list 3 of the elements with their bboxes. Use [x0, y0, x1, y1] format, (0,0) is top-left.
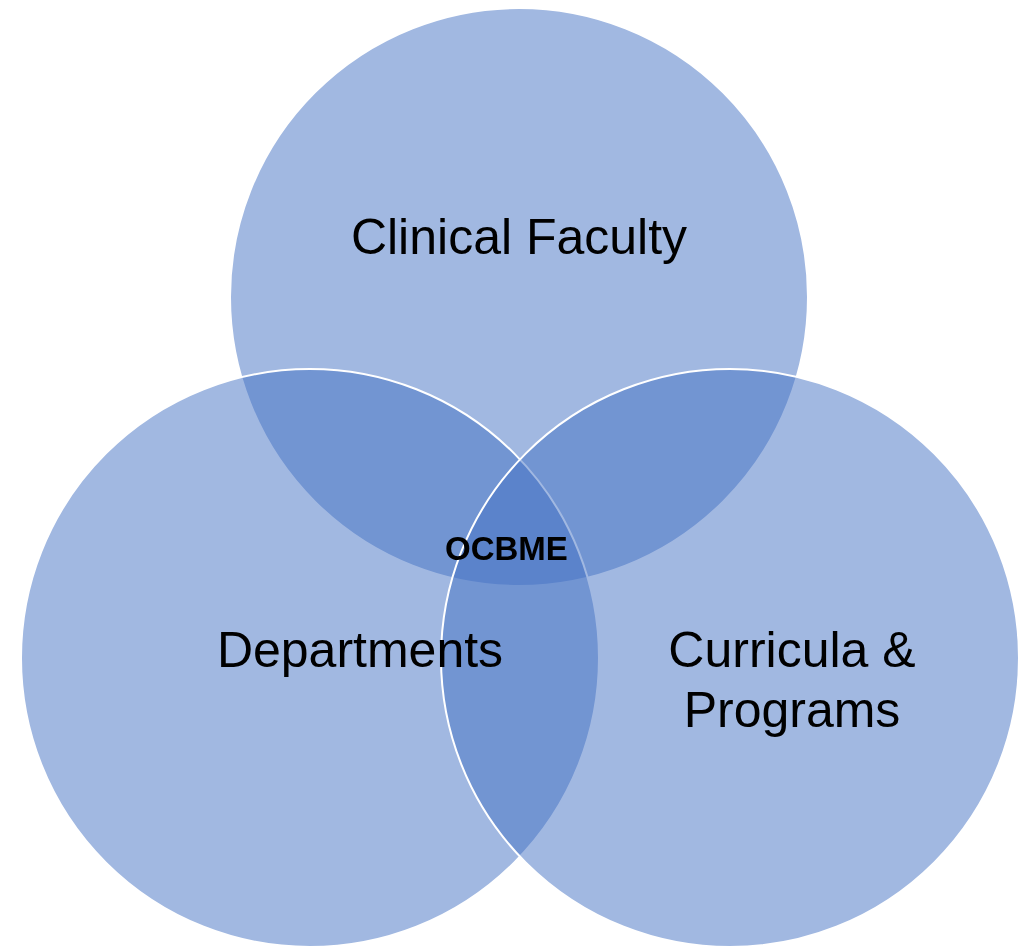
circle-label: Clinical Faculty: [349, 208, 689, 267]
circle-label: Curricula & Programs: [667, 621, 917, 740]
circle-label: Departments: [215, 621, 505, 680]
